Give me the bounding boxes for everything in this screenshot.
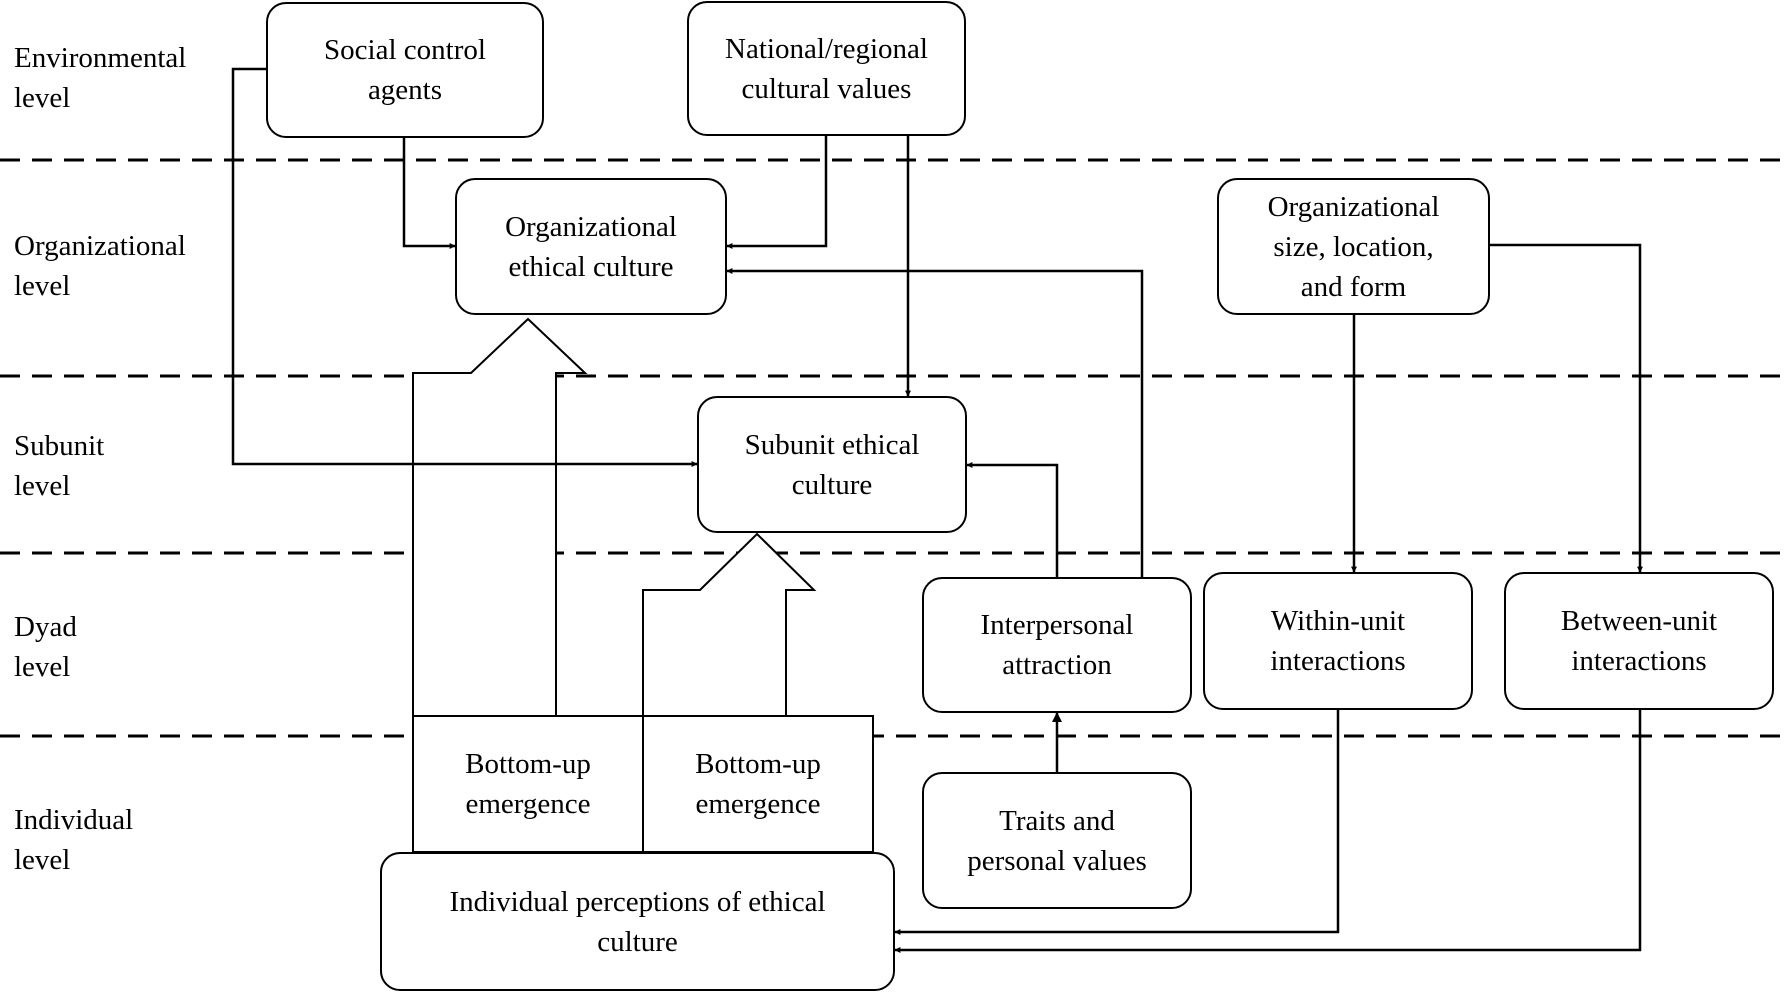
level-label-environmental: Environmental level bbox=[14, 42, 187, 114]
arrow-interpersonal-to-org-culture bbox=[726, 268, 1144, 577]
arrow-org-size-to-between-unit bbox=[1490, 243, 1643, 573]
node-label: Traits and personal values bbox=[967, 804, 1147, 877]
node-label: National/regional cultural values bbox=[725, 32, 928, 105]
arrow-interpersonal-to-subunit-culture bbox=[966, 462, 1059, 577]
arrow-between-unit-to-individual bbox=[894, 710, 1642, 953]
node-label: Within-unit interactions bbox=[1270, 605, 1406, 677]
node-individual-perceptions: Individual perceptions of ethical cultur… bbox=[380, 852, 895, 991]
arrow-social-control-to-subunit-culture bbox=[231, 67, 698, 467]
level-label-organizational: Organizational level bbox=[14, 230, 186, 302]
node-interpersonal-attraction: Interpersonal attraction bbox=[922, 577, 1192, 713]
node-organizational-size-location-form: Organizational size, location, and form bbox=[1217, 178, 1490, 315]
level-label-individual: Individual level bbox=[14, 804, 134, 876]
arrow-within-unit-to-individual bbox=[894, 710, 1340, 935]
node-label: Interpersonal attraction bbox=[980, 609, 1134, 681]
node-label: Organizational size, location, and form bbox=[1267, 190, 1440, 303]
node-between-unit-interactions: Between-unit interactions bbox=[1504, 572, 1774, 710]
node-social-control-agents: Social control agents bbox=[266, 2, 544, 138]
node-label: Between-unit interactions bbox=[1560, 605, 1718, 677]
emergence-arrow-to-subunit bbox=[642, 532, 817, 717]
node-within-unit-interactions: Within-unit interactions bbox=[1203, 572, 1473, 710]
node-label: Organizational ethical culture bbox=[505, 210, 677, 283]
emergence-arrow-to-organizational bbox=[412, 317, 588, 717]
arrow-social-control-to-org-culture bbox=[402, 138, 456, 249]
node-label: Subunit ethical culture bbox=[744, 428, 920, 501]
node-subunit-ethical-culture: Subunit ethical culture bbox=[697, 396, 967, 533]
level-label-subunit: Subunit level bbox=[14, 430, 105, 502]
node-organizational-ethical-culture: Organizational ethical culture bbox=[455, 178, 727, 315]
node-label: Individual perceptions of ethical cultur… bbox=[449, 885, 826, 958]
node-traits-personal-values: Traits and personal values bbox=[922, 772, 1192, 909]
node-label: Social control agents bbox=[324, 34, 486, 106]
node-national-regional-values: National/regional cultural values bbox=[687, 1, 966, 136]
level-label-dyad: Dyad level bbox=[14, 611, 77, 683]
arrow-national-values-to-org-culture bbox=[726, 136, 828, 249]
emergence-label-left: Bottom-up emergence bbox=[465, 748, 591, 820]
emergence-label-right: Bottom-up emergence bbox=[695, 748, 821, 820]
